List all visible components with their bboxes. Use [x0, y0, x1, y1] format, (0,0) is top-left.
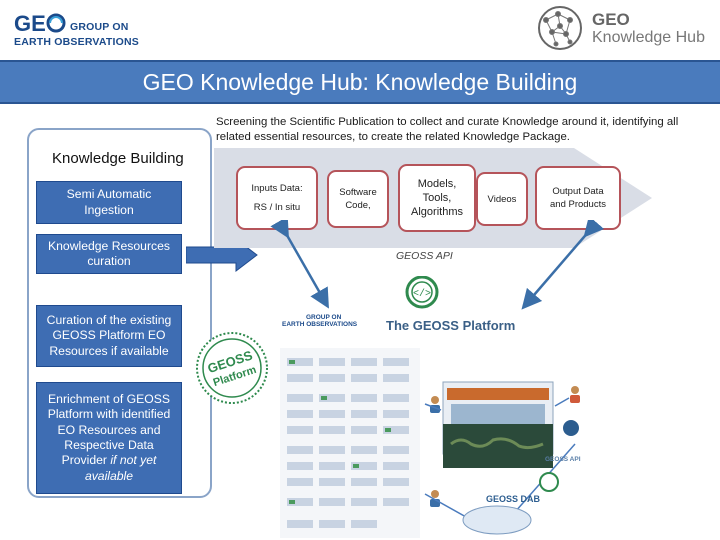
hub-logo-line2: Knowledge Hub [592, 29, 705, 46]
network-globe-icon [538, 6, 582, 50]
enrichment-main-text: Enrichment of GEOSS Platform with identi… [47, 392, 171, 468]
svg-text:</>: </> [413, 288, 431, 300]
hub-logo-line1: GEO [592, 10, 630, 29]
knowledge-hub-logo: GEO Knowledge Hub [536, 4, 714, 52]
curation-existing-box: Curation of the existing GEOSS Platform … [36, 305, 182, 367]
geo-logo-line2: EARTH OBSERVATIONS [14, 36, 139, 48]
geoss-platform-title: The GEOSS Platform [386, 318, 516, 333]
geoss-api-small-label: GEOSS API [545, 456, 581, 463]
geoss-platform-seal-icon: GEOSS Platform [196, 332, 268, 404]
stage-models-tools: Models, Tools, Algorithms [398, 164, 476, 232]
stage-software-text: Software Code, [339, 186, 377, 212]
stage-inputs-text: Inputs Data: RS / In situ [251, 182, 302, 214]
geo-logo-mark-icon: GE [14, 12, 66, 34]
geo-small-logo: GROUP ON EARTH OBSERVATIONS [282, 314, 357, 328]
stage-software-code: Software Code, [327, 170, 389, 228]
enrichment-box: Enrichment of GEOSS Platform with identi… [36, 382, 182, 494]
geoss-dab-label: GEOSS DAB [486, 494, 541, 504]
stage-models-text: Models, Tools, Algorithms [411, 177, 463, 219]
geo-small-line1: GROUP ON [306, 314, 342, 321]
knowledge-resources-curation-box: Knowledge Resources curation [36, 234, 182, 274]
stage-videos: Videos [476, 172, 528, 226]
description-text: Screening the Scientific Publication to … [216, 116, 679, 143]
page-title: GEO Knowledge Hub: Knowledge Building [142, 68, 578, 95]
stage-output-line1: Output Data [552, 186, 604, 197]
geoss-platform-icon: </> [405, 276, 439, 309]
enrichment-text: Enrichment of GEOSS Platform with identi… [41, 392, 177, 484]
stage-models-line3: Algorithms [411, 206, 463, 218]
stage-output-text: Output Data and Products [550, 185, 606, 211]
stage-software-line2: Code, [345, 200, 371, 211]
stage-inputs-line1: Inputs Data: [251, 183, 303, 194]
geoss-api-label: GEOSS API [396, 250, 453, 262]
knowledge-building-title: Knowledge Building [46, 150, 190, 167]
semi-automatic-ingestion-box: Semi Automatic Ingestion [36, 181, 182, 224]
geo-small-line2: EARTH OBSERVATIONS [282, 321, 358, 328]
geoss-portal-collage-icon [280, 348, 580, 538]
stage-models-line1: Models, [417, 178, 457, 190]
stage-videos-line1: Videos [487, 193, 517, 205]
stage-inputs-line2: RS / In situ [253, 202, 301, 213]
stage-models-line2: Tools, [422, 192, 452, 204]
title-banner: GEO Knowledge Hub: Knowledge Building [0, 60, 720, 104]
geo-logo-line1: GROUP ON [70, 21, 129, 33]
enrichment-italic-text: if not yet available [84, 453, 157, 483]
api-connector-arrows-icon [270, 220, 605, 310]
geo-logo: GE GROUP ON EARTH OBSERVATIONS [14, 10, 144, 50]
stage-inputs-data: Inputs Data: RS / In situ [236, 166, 318, 230]
svg-text:GE: GE [14, 12, 46, 34]
stage-output-line2: and Products [550, 199, 606, 210]
stage-software-line1: Software [339, 187, 377, 198]
